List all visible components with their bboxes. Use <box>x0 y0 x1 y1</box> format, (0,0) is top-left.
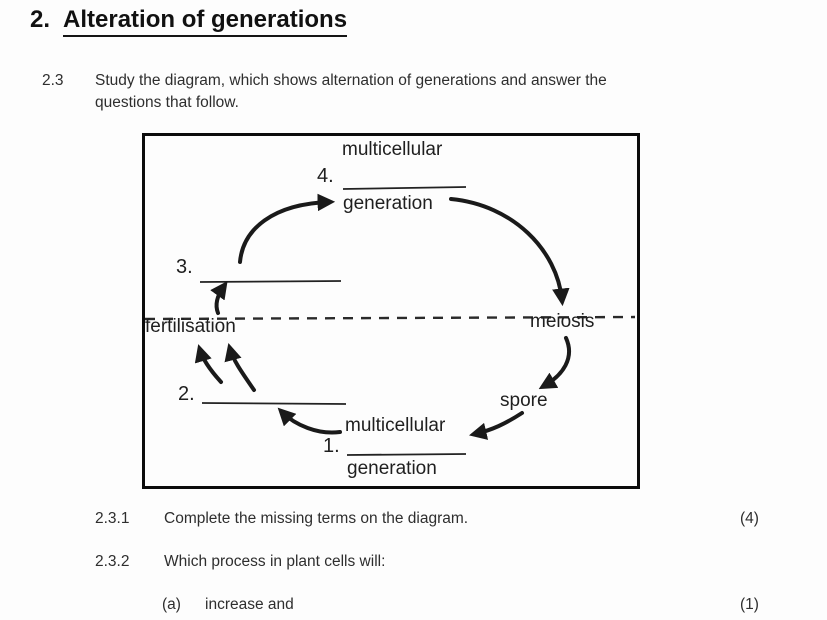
question-231-marks: (4) <box>740 510 759 527</box>
label-meiosis: meiosis <box>530 311 595 332</box>
page-title-number: 2. <box>30 6 51 33</box>
haploid-diploid-dashed-line <box>144 315 636 321</box>
diagram-arrows-canvas <box>144 186 636 456</box>
label-fertilisation: fertilisation <box>145 316 236 337</box>
arrow-meiosis-to-spore <box>538 336 572 390</box>
diagram-border <box>142 133 640 489</box>
intro-line2: questions that follow. <box>95 94 239 111</box>
arrow-1-to-2 <box>277 407 342 435</box>
question-232-number: 2.3.2 <box>95 553 130 570</box>
arrow-2-to-fertilisation-left <box>194 344 223 384</box>
arrow-spore-to-multicellular <box>469 411 524 440</box>
question-232a-text: increase and <box>205 596 294 613</box>
label-top-multicellular: multicellular <box>342 139 443 160</box>
page-title-text: Alteration of generations <box>63 6 348 37</box>
label-blank-1-number: 1. <box>323 435 340 457</box>
label-top-generation: generation <box>343 193 433 214</box>
intro-number: 2.3 <box>42 72 64 89</box>
blank-line-4 <box>342 186 467 190</box>
label-bottom-generation: generation <box>347 458 437 479</box>
arrow-generation-to-meiosis <box>449 197 570 307</box>
blank-line-2 <box>201 402 347 405</box>
arrow-fertilisation-to-3 <box>210 280 228 315</box>
label-blank-3-number: 3. <box>176 256 193 278</box>
question-232a-number: (a) <box>162 596 181 613</box>
page-title: 2. Alteration of generations <box>30 6 348 37</box>
label-blank-2-number: 2. <box>178 383 195 405</box>
intro-line1: Study the diagram, which shows alternati… <box>95 72 607 89</box>
label-bottom-multicellular: multicellular <box>345 415 446 436</box>
label-spore: spore <box>500 390 548 411</box>
question-231-number: 2.3.1 <box>95 510 130 527</box>
question-232-text: Which process in plant cells will: <box>164 553 386 570</box>
arrow-3-to-4-generation <box>238 193 336 264</box>
blank-line-1 <box>346 453 467 456</box>
question-232a-marks: (1) <box>740 596 759 613</box>
arrow-2-to-fertilisation-right <box>224 343 256 392</box>
question-231-text: Complete the missing terms on the diagra… <box>164 510 469 527</box>
alternation-of-generations-diagram: multicellular 4. generation 3. fertilisa… <box>142 133 640 489</box>
label-blank-4-number: 4. <box>317 165 334 187</box>
